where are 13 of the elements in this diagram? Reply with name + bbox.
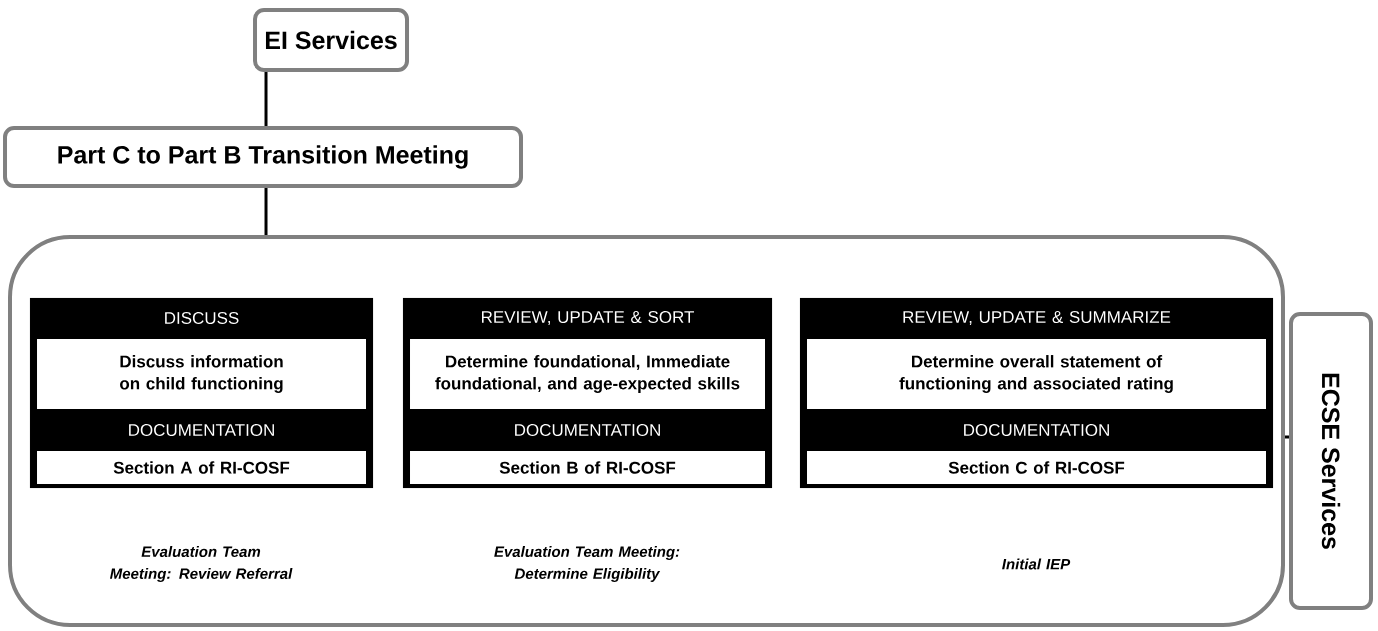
stage-column: DISCUSS Discuss information on child functioning DOCUMENTATION Section A of RI-COSF bbox=[29, 297, 374, 489]
title-box: ECSE Services bbox=[1289, 312, 1373, 610]
group-frame bbox=[8, 235, 1285, 627]
caption: Evaluation Team Meeting: Determine Eligibility bbox=[494, 546, 680, 582]
stage-column: REVIEW, UPDATE & SUMMARIZE Determine overall statement of functioning and associated rating DOCUMENTATION Section C of RI-COSF bbox=[799, 297, 1274, 489]
title-box: EI Services bbox=[253, 8, 409, 72]
connector-line bbox=[264, 72, 268, 126]
title-box: Part C to Part B Transition Meeting bbox=[3, 126, 523, 188]
stage-column: REVIEW, UPDATE & SORT Determine foundational, Immediate foundational, and age-expected skills DOCUMENTATION Section B of RI-COSF bbox=[402, 297, 773, 489]
caption: Initial IEP bbox=[1002, 558, 1071, 570]
connector-line bbox=[1285, 435, 1289, 439]
caption: Evaluation Team Meeting: Review Referral bbox=[110, 546, 293, 582]
connector-line bbox=[264, 188, 268, 235]
